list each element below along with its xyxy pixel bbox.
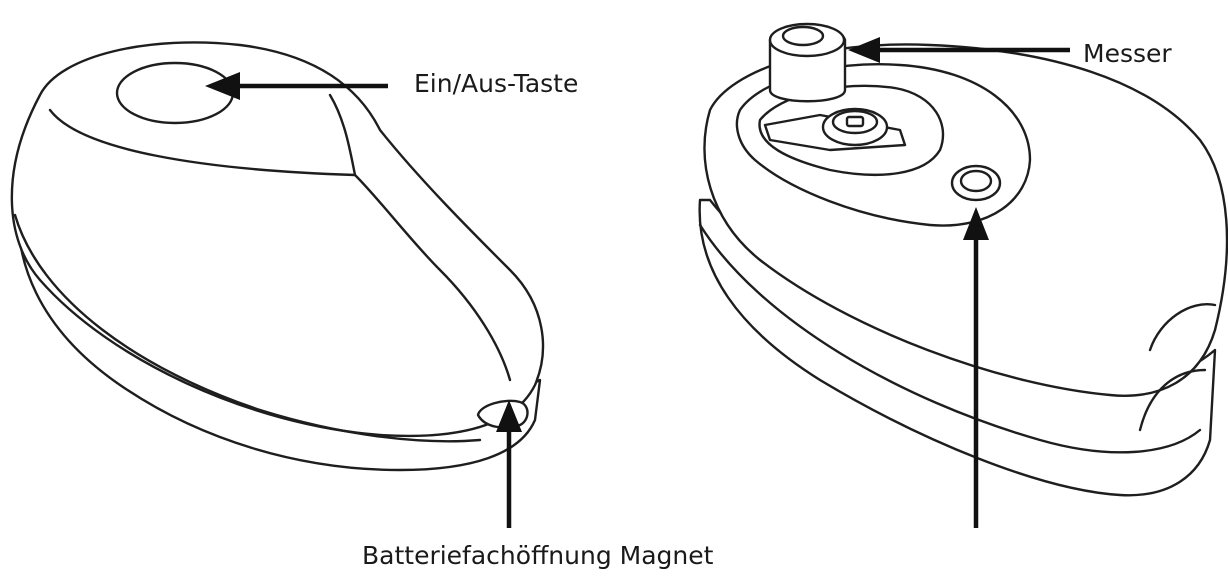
arrow-magnet xyxy=(963,207,989,528)
power-button-label: Ein/Aus-Taste xyxy=(414,69,579,98)
arrow-knife xyxy=(848,37,1070,63)
power-button-ellipse xyxy=(115,61,235,125)
left-device-body xyxy=(10,41,545,472)
right-device-body xyxy=(698,22,1228,497)
arrow-power xyxy=(205,72,388,100)
knife-label: Messer xyxy=(1083,39,1172,68)
battery-magnet-label: Batteriefachöffnung Magnet xyxy=(362,541,714,570)
arrow-battery xyxy=(496,400,522,528)
